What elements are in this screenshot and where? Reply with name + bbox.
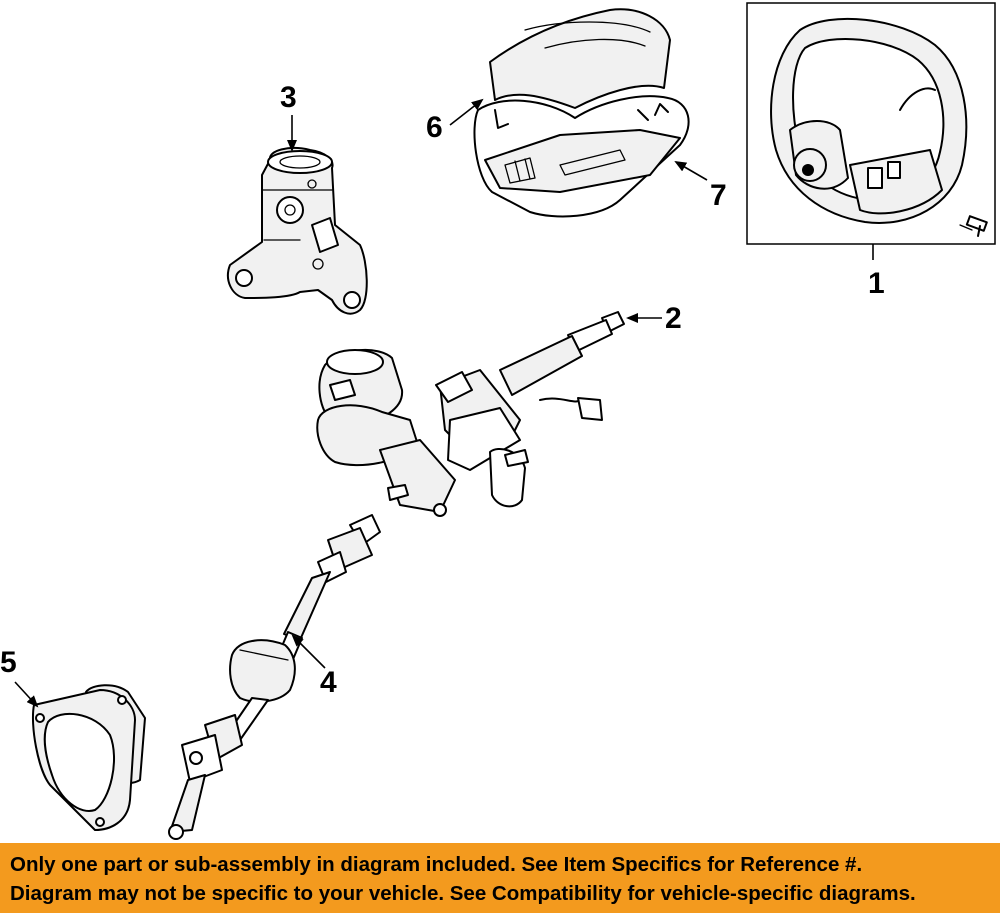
callout-7: 7 <box>710 179 727 212</box>
callout-5: 5 <box>0 646 17 679</box>
steering-wheel-illustration <box>746 2 996 260</box>
lock-housing-illustration <box>226 147 368 315</box>
column-cover-illustration <box>473 8 690 218</box>
callout-1: 1 <box>868 267 885 300</box>
parts-diagram: 1 6 7 3 <box>0 2 996 840</box>
callout-2: 2 <box>665 302 682 335</box>
steering-column-illustration <box>316 311 625 517</box>
disclaimer-line-1: Only one part or sub-assembly in diagram… <box>10 853 863 876</box>
disclaimer-line-2: Diagram may not be specific to your vehi… <box>10 882 916 905</box>
boot-cover-illustration <box>31 684 146 831</box>
callout-4: 4 <box>320 666 337 699</box>
callout-6: 6 <box>426 111 443 144</box>
callout-3: 3 <box>280 81 297 114</box>
intermediate-shaft-illustration <box>168 514 381 840</box>
disclaimer-banner: Only one part or sub-assembly in diagram… <box>0 843 1000 913</box>
